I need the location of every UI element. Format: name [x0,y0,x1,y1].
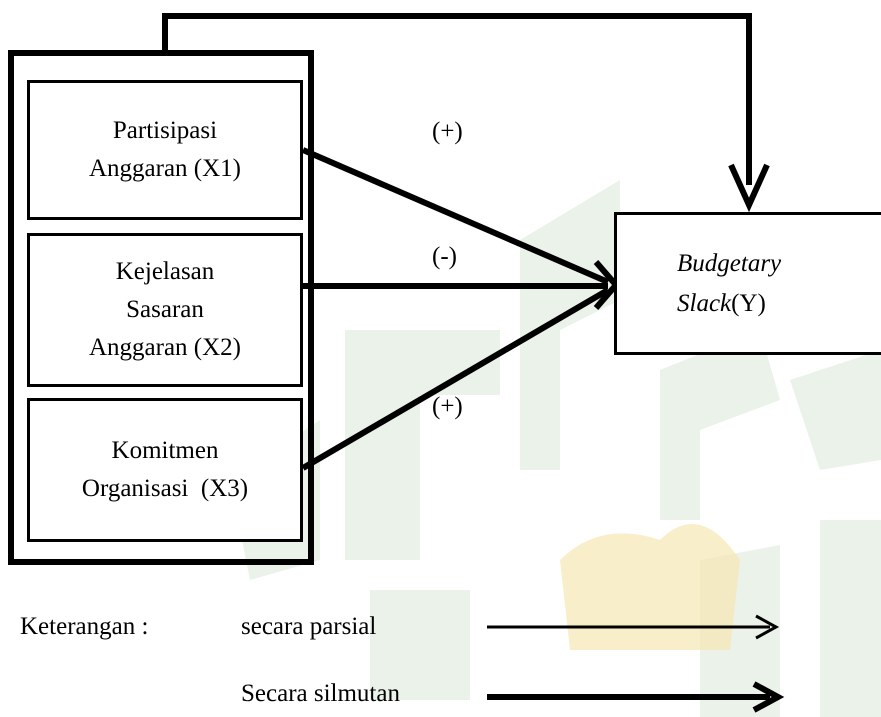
dependent-var-line2-rest: (Y) [731,289,766,317]
effect-sign-x1: (+) [432,118,463,145]
independent-variables-group [8,50,314,565]
simultaneous-arrowhead [728,163,770,213]
dependent-var-line1: Budgetary [677,249,782,277]
effect-sign-x2: (-) [432,243,457,270]
arrow-x1-to-y [301,147,610,285]
variable-x3-line1: Komitmen [111,437,219,464]
legend-partial-arrowhead [755,614,780,640]
simultaneous-connector [162,13,752,185]
arrow-x3-to-y [301,287,610,471]
legend-simultaneous-arrowhead [752,681,785,713]
variable-x2-line3: Anggaran (X2) [88,334,242,361]
variable-x2-line2: Sasaran [126,296,204,323]
dependent-variable-box: Budgetary Slack(Y) [614,212,881,355]
legend-title: Keterangan : [20,613,149,640]
dependent-var-line2-italic: Slack [677,289,732,317]
legend-partial-label: secara parsial [241,613,377,640]
variable-x1-line1: Partisipasi [112,117,218,144]
variable-x2-line1: Kejelasan [115,258,215,285]
effect-sign-x3: (+) [432,393,463,420]
variable-x1-line2: Anggaran (X1) [88,155,242,182]
variable-x3-line2: Organisasi (X3) [81,475,249,502]
variable-box-x2: Kejelasan Sasaran Anggaran (X2) [27,233,303,387]
variable-box-x3: Komitmen Organisasi (X3) [27,398,303,542]
dependent-var-line2: Slack(Y) [677,284,766,324]
variable-box-x1: Partisipasi Anggaran (X1) [27,80,303,220]
legend-simultaneous-label: Secara silmutan [241,680,400,707]
